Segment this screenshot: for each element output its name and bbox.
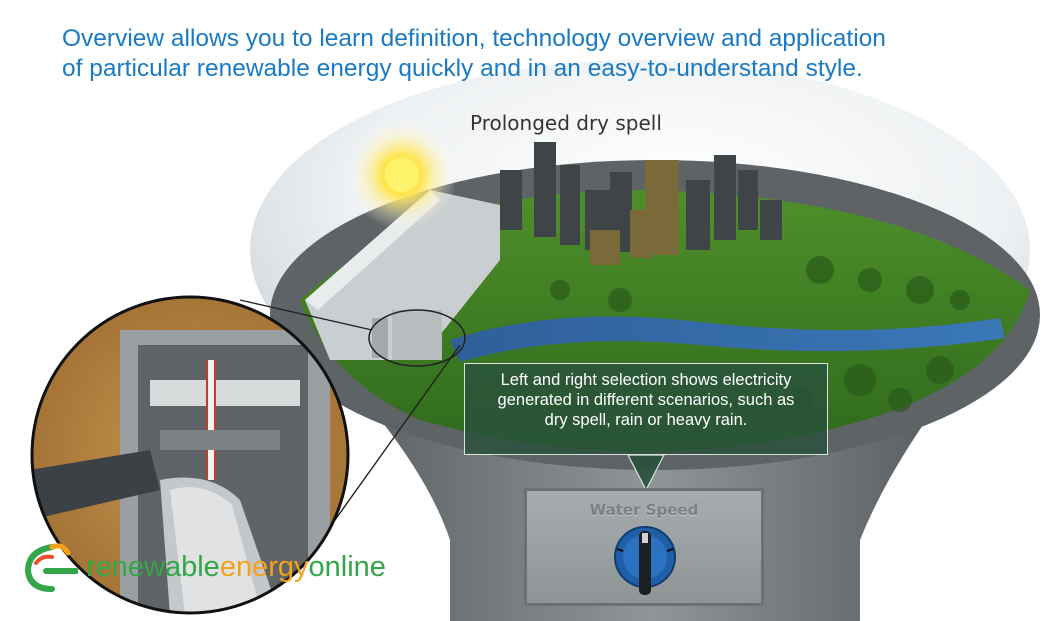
intro-description: Overview allows you to learn definition,… — [62, 24, 1022, 84]
leaf-swirl-icon — [24, 543, 79, 592]
tooltip-line-2: generated in different scenarios, such a… — [497, 391, 795, 409]
rotary-knob-icon[interactable] — [609, 521, 681, 603]
logo-text-renewable: renewable — [86, 551, 220, 583]
logo-text-energy: energy — [219, 551, 309, 583]
logo-wordmark: renewableenergyonline — [86, 551, 386, 584]
tooltip-line-1: Left and right selection shows electrici… — [500, 371, 792, 389]
water-speed-panel: Water Speed — [524, 488, 764, 606]
logo-text-online: online — [308, 551, 386, 583]
tooltip-line-3: dry spell, rain or heavy rain. — [544, 411, 748, 429]
renewableenergyonline-logo: renewableenergyonline — [22, 541, 432, 593]
water-speed-label: Water Speed — [589, 501, 699, 519]
intro-line-1: Overview allows you to learn definition,… — [62, 25, 886, 52]
intro-line-2: of particular renewable energy quickly a… — [62, 55, 863, 82]
scenario-title: Prolonged dry spell — [470, 111, 662, 135]
scenario-tooltip: Left and right selection shows electrici… — [464, 363, 828, 455]
